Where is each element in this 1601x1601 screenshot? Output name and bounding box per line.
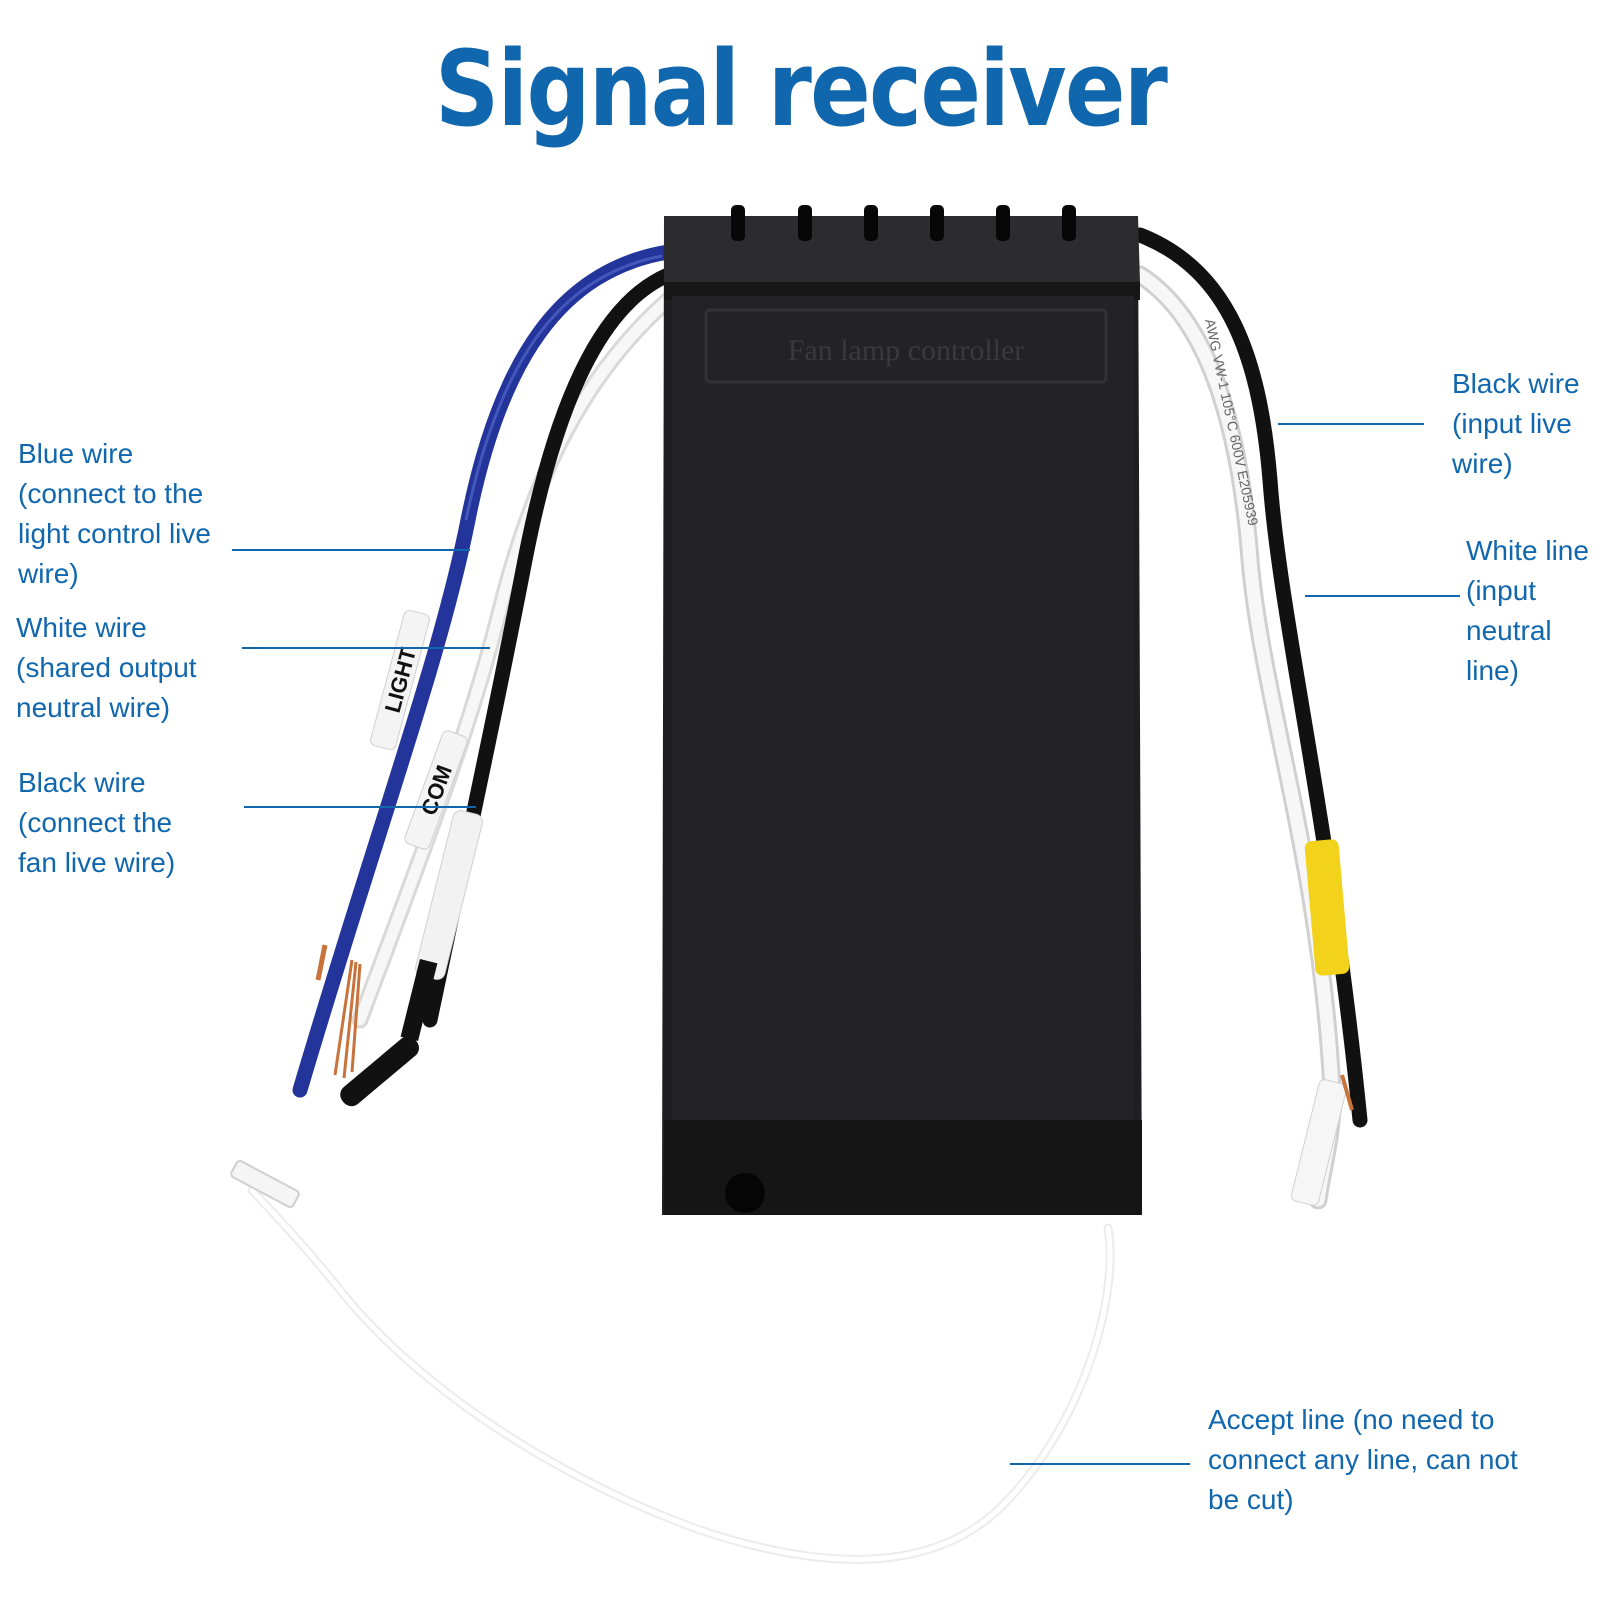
- label-blue-wire: Blue wire (connect to the light control …: [18, 438, 211, 589]
- mount-hole: [725, 1173, 765, 1213]
- antenna-wire: [247, 1185, 1115, 1564]
- label-white-line-right: White line (input neutral line): [1466, 535, 1589, 686]
- receiver-housing: Fan lamp controller: [662, 205, 1142, 1215]
- label-accept-line: Accept line (no need to connect any line…: [1208, 1404, 1518, 1515]
- engraved-label: Fan lamp controller: [788, 334, 1025, 367]
- antenna-tip: [230, 1160, 300, 1208]
- label-black-wire-right: Black wire (input live wire): [1452, 368, 1580, 479]
- wire-ends-left: [315, 944, 438, 1107]
- label-white-wire-left: White wire (shared output neutral wire): [16, 612, 197, 723]
- yellow-sleeve: [1304, 839, 1350, 976]
- leader-lines: [232, 423, 1460, 1465]
- jacket-print: AWG VW-1 105°C 600V E205939: [1202, 317, 1262, 527]
- page-title: Signal receiver: [434, 28, 1168, 150]
- label-black-wire-left: Black wire (connect the fan live wire): [18, 767, 176, 878]
- vent-slots: [731, 205, 1076, 241]
- wire-end-right: [1290, 1079, 1347, 1206]
